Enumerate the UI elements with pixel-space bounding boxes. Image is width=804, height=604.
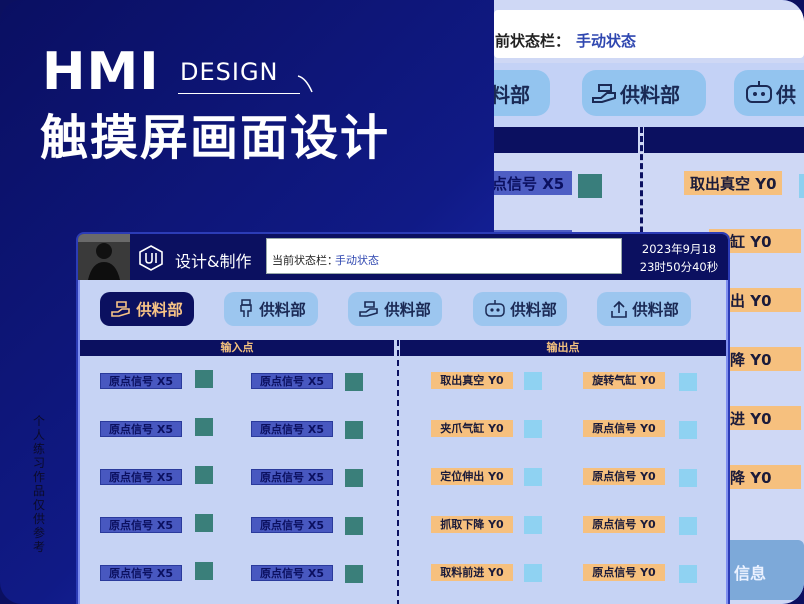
status-value: 手动状态 [335, 254, 379, 267]
robot-icon [746, 81, 772, 103]
hand-box-icon [592, 84, 616, 103]
output-label: 旋转气缸 Y0 [583, 372, 665, 389]
output-label: 取出真空 Y0 [431, 372, 513, 389]
output-indicator [679, 469, 697, 487]
output-header: 输出点 [400, 340, 726, 356]
output-label: 夹爪气缸 Y0 [431, 420, 513, 437]
hand-box-icon [359, 301, 379, 317]
time-text: 23时50分40秒 [639, 260, 719, 274]
bg-status-value: 手动状态 [576, 32, 637, 50]
tab-supply-4[interactable]: 供料部 [473, 292, 567, 326]
output-indicator [679, 421, 697, 439]
section-divider [397, 340, 399, 604]
input-indicator [195, 514, 213, 532]
output-indicator [679, 565, 697, 583]
robot-icon [485, 300, 505, 317]
bg-input-header [494, 127, 638, 153]
side-note: 个人练习作品仅供参考 [32, 414, 45, 554]
date-text: 2023年9月18 [641, 242, 717, 256]
bg-output-header [644, 127, 804, 153]
avatar [78, 234, 130, 280]
status-label: 当前状态栏： [272, 254, 338, 267]
datetime-display: 2023年9月18 23时50分40秒 [634, 240, 724, 276]
input-header: 输入点 [80, 340, 394, 356]
output-indicator [679, 373, 697, 391]
hand-box-icon [111, 301, 131, 317]
bg-bottom-button-label: 信息 [734, 564, 767, 583]
output-indicator [524, 468, 542, 486]
tab-supply-1-label: 供料部 [136, 301, 183, 319]
input-indicator [345, 373, 363, 391]
status-bar: 当前状态栏： 手动状态 [266, 238, 622, 274]
headline-underline [178, 93, 300, 94]
output-label: 原点信号 Y0 [583, 564, 665, 581]
bg-tab-3[interactable]: 供 [734, 70, 804, 116]
output-indicator [524, 420, 542, 438]
gripper-icon [240, 299, 252, 317]
tab-supply-4-label: 供料部 [510, 301, 557, 319]
input-label: 原点信号 X5 [100, 421, 182, 437]
tab-supply-2-label: 供料部 [259, 301, 306, 319]
tab-supply-5-label: 供料部 [632, 301, 679, 319]
input-indicator [345, 517, 363, 535]
input-label: 原点信号 X5 [251, 517, 333, 533]
tab-supply-3-label: 供料部 [384, 301, 431, 319]
bg-output-label-1: 取出真空 Y0 [684, 171, 782, 195]
bg-tab-3-label: 供 [776, 82, 796, 107]
headline-design: DESIGN [180, 58, 279, 86]
upload-icon [611, 300, 628, 318]
bg-status-text: 当前状态栏： 手动状态 [494, 30, 636, 51]
person-photo [78, 234, 130, 280]
bg-tab-2[interactable]: 供料部 [582, 70, 706, 116]
output-indicator [524, 372, 542, 390]
output-label: 原点信号 Y0 [583, 516, 665, 533]
tab-supply-1[interactable]: 供料部 [100, 292, 194, 326]
input-indicator [345, 469, 363, 487]
tab-supply-2[interactable]: 供料部 [224, 292, 318, 326]
bg-input-label: 点信号 X5 [494, 171, 572, 195]
output-label: 抓取下降 Y0 [431, 516, 513, 533]
headline-tick-decoration [297, 75, 313, 93]
input-label: 原点信号 X5 [100, 469, 182, 485]
tab-supply-5[interactable]: 供料部 [597, 292, 691, 326]
bg-status-label: 当前状态栏： [494, 32, 571, 50]
bg-tab-2-label: 供料部 [620, 82, 680, 107]
input-indicator [345, 421, 363, 439]
input-label: 原点信号 X5 [251, 421, 333, 437]
input-indicator [195, 562, 213, 580]
output-label: 定位伸出 Y0 [431, 468, 513, 485]
headline-hmi: HMI [42, 42, 160, 102]
output-indicator [524, 564, 542, 582]
output-label: 取料前进 Y0 [431, 564, 513, 581]
bg-input-indicator [578, 174, 602, 198]
output-label: 原点信号 Y0 [583, 420, 665, 437]
input-indicator [345, 565, 363, 583]
input-indicator [195, 418, 213, 436]
input-label: 原点信号 X5 [251, 565, 333, 581]
bg-output-indicator [799, 174, 804, 198]
headline-chinese: 触摸屏画面设计 [40, 110, 391, 166]
output-indicator [679, 517, 697, 535]
input-label: 原点信号 X5 [251, 373, 333, 389]
hmi-panel: 设计&制作 当前状态栏： 手动状态 2023年9月18 23时50分40秒 供料… [76, 232, 730, 604]
bg-tab-1-label: 供料部 [494, 82, 530, 107]
input-label: 原点信号 X5 [100, 565, 182, 581]
hmi-top-bar: 设计&制作 当前状态栏： 手动状态 2023年9月18 23时50分40秒 [78, 234, 728, 280]
input-label: 原点信号 X5 [100, 373, 182, 389]
input-indicator [195, 370, 213, 388]
tab-supply-3[interactable]: 供料部 [348, 292, 442, 326]
input-label: 原点信号 X5 [100, 517, 182, 533]
brand-text: 设计&制作 [175, 252, 252, 271]
bg-status-bar: 当前状态栏： 手动状态 [494, 10, 804, 58]
input-label: 原点信号 X5 [251, 469, 333, 485]
output-label: 原点信号 Y0 [583, 468, 665, 485]
ui-logo-icon [139, 245, 163, 271]
input-indicator [195, 466, 213, 484]
output-indicator [524, 516, 542, 534]
bg-tab-1[interactable]: 供料部 [494, 70, 550, 116]
